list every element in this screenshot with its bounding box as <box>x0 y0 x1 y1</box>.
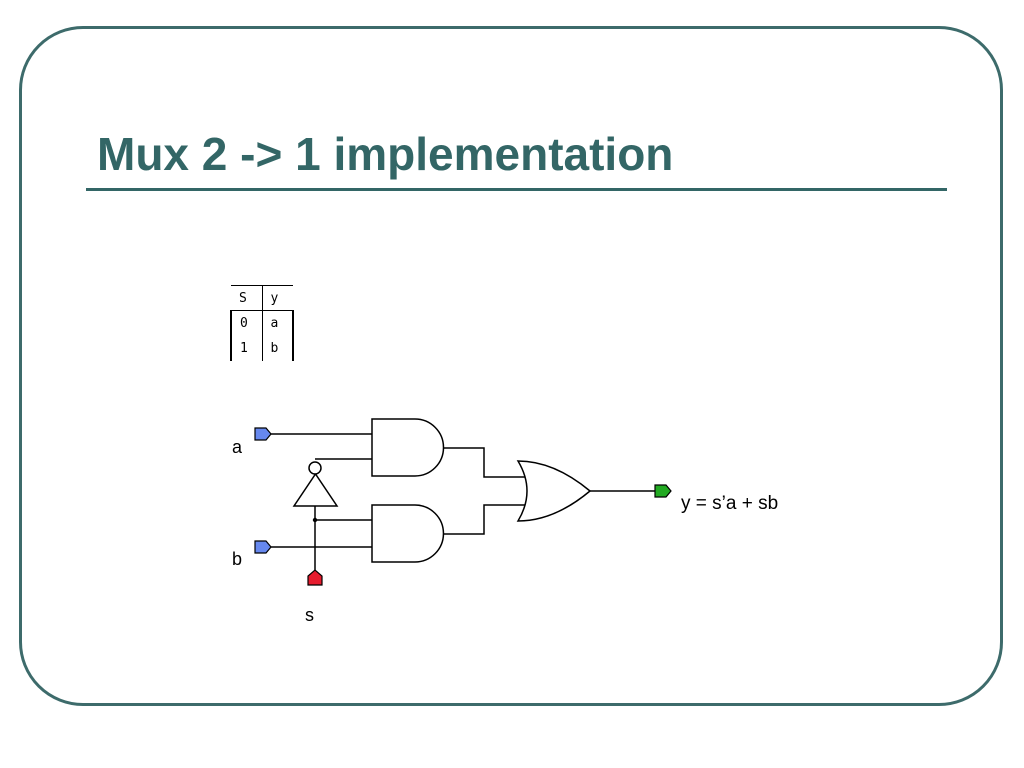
truth-table-cell: b <box>262 335 294 361</box>
truth-table-header-y: y <box>270 290 279 306</box>
wire-junction-dot <box>312 517 318 523</box>
not-gate <box>292 472 339 507</box>
input-b-label: b <box>232 549 242 569</box>
and-gate-bottom <box>371 504 445 563</box>
slide-frame <box>19 26 1003 706</box>
wire-and1-to-or <box>443 447 527 478</box>
select-s-label: s <box>305 605 314 625</box>
truth-table-cell: 1 <box>230 335 263 361</box>
table-row: 0 a <box>230 310 294 336</box>
input-a-pin <box>254 427 272 441</box>
truth-table-cell: a <box>262 310 294 336</box>
not-gate-bubble <box>308 461 322 475</box>
output-equation-label: y = s’a + sb <box>681 493 778 514</box>
truth-table-header-s: S <box>231 285 263 311</box>
truth-table-header-row: S y <box>231 285 293 311</box>
select-s-pin <box>307 569 323 586</box>
or-gate <box>516 460 592 522</box>
wire-and2-to-or <box>443 504 527 535</box>
truth-table: S y 0 a 1 b <box>230 285 294 361</box>
and-gate-top <box>371 418 445 477</box>
input-a-label: a <box>232 437 243 457</box>
title-underline <box>86 188 947 191</box>
truth-table-cell: 0 <box>230 310 263 336</box>
slide-title: Mux 2 -> 1 implementation <box>97 128 674 180</box>
output-y-pin <box>654 484 672 498</box>
table-row: 1 b <box>230 335 294 361</box>
input-b-pin <box>254 540 272 554</box>
